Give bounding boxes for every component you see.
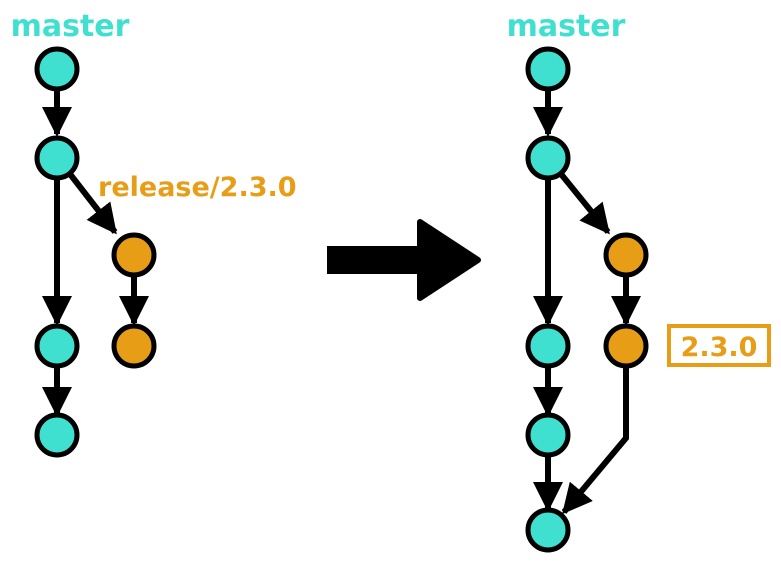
right-master-commit-1: [525, 46, 571, 92]
right-edge-r2-merge: [561, 366, 629, 515]
left-master-commit-4: [34, 412, 80, 458]
left-release-branch-label: release/2.3.0: [98, 172, 297, 203]
transition-arrow-icon: [327, 219, 481, 301]
release-tag-label: 2.3.0: [681, 332, 758, 363]
left-master-commit-1: [34, 46, 80, 92]
right-graph: master 2.3.0: [507, 9, 771, 553]
right-master-commit-3: [525, 323, 571, 369]
left-master-commit-3: [34, 323, 80, 369]
left-release-commit-1: [111, 232, 157, 278]
left-release-commit-2: [111, 323, 157, 369]
right-release-commit-1: [603, 232, 649, 278]
left-edge-m2-r1: [67, 172, 118, 235]
right-master-label: master: [507, 9, 626, 44]
left-master-commit-2: [34, 135, 80, 181]
right-edge-m2-r1: [558, 172, 611, 235]
release-tag-box: [667, 324, 771, 367]
right-master-commit-4: [525, 412, 571, 458]
left-graph: master release/2.3.0: [11, 9, 297, 458]
right-master-merge-commit: [525, 507, 571, 553]
release-tag: 2.3.0: [667, 324, 771, 367]
left-master-label: master: [11, 9, 130, 44]
right-master-commit-2: [525, 135, 571, 181]
right-release-commit-2: [603, 323, 649, 369]
